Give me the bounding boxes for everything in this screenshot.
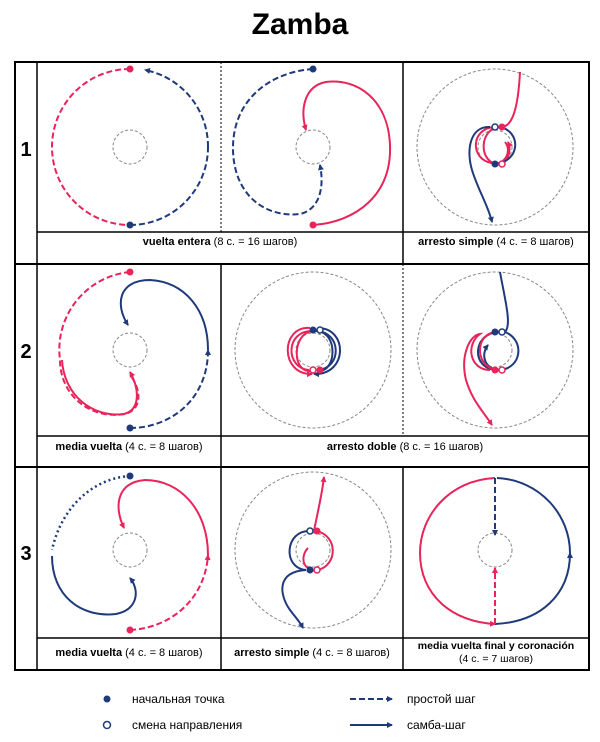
dotted-dividers — [220, 62, 404, 436]
direction-change-point — [498, 366, 506, 374]
start-point — [309, 65, 317, 73]
start-point — [309, 326, 317, 334]
center-circles — [112, 129, 513, 568]
row-number-3: 3 — [20, 543, 31, 565]
caption-media-vuelta-2: media vuelta (4 с. = 8 шагов) — [55, 441, 203, 453]
path-r2-arresto-doble — [286, 326, 341, 378]
start-point — [126, 65, 134, 73]
caption-media-vuelta-3: media vuelta (4 с. = 8 шагов) — [55, 647, 203, 659]
start-point — [126, 424, 134, 432]
direction-change-point — [309, 366, 317, 374]
path-r3-arresto-simple — [281, 476, 334, 629]
guide-circles — [234, 68, 574, 629]
start-point — [126, 472, 134, 480]
start-point — [306, 566, 314, 574]
caption-arresto-simple-3: arresto simple (4 с. = 8 шагов) — [234, 647, 390, 659]
direction-change-point — [491, 123, 499, 131]
start-point — [313, 527, 321, 535]
start-point — [316, 366, 324, 374]
direction-change-point — [316, 326, 324, 334]
start-point — [126, 221, 134, 229]
start-point — [491, 366, 499, 374]
path-r3-media-vuelta-final — [418, 477, 573, 627]
path-r3-media-vuelta — [50, 474, 211, 631]
direction-change-point — [498, 328, 506, 336]
legend-start-point-icon — [103, 695, 111, 703]
grid — [14, 61, 590, 671]
path-r2-media-vuelta — [58, 271, 211, 429]
direction-change-point — [313, 566, 321, 574]
legend-direction-change-icon — [102, 720, 112, 730]
row-number-1: 1 — [20, 139, 31, 161]
start-point — [498, 123, 506, 131]
caption-media-vuelta-final: media vuelta final y coronación(4 с. = 7… — [417, 640, 575, 665]
row-number-2: 2 — [20, 341, 31, 363]
path-r2-arresto-simple — [463, 271, 520, 426]
start-point — [309, 221, 317, 229]
start-point — [126, 626, 134, 634]
direction-change-point — [306, 527, 314, 535]
legend-graphics — [102, 695, 393, 730]
path-r1-cell-b — [231, 68, 392, 226]
page-title: Zamba — [251, 8, 349, 41]
path-r1-vuelta-entera — [51, 68, 210, 226]
caption-arresto-doble: arresto doble (8 с. = 16 шагов) — [326, 441, 484, 453]
caption-vuelta-entera: vuelta entera (8 с. = 16 шагов) — [142, 236, 298, 248]
start-point — [126, 268, 134, 276]
start-point — [491, 328, 499, 336]
start-point — [491, 160, 499, 168]
direction-change-point — [498, 160, 506, 168]
caption-arresto-simple-1: arresto simple (4 с. = 8 шагов) — [418, 236, 574, 248]
